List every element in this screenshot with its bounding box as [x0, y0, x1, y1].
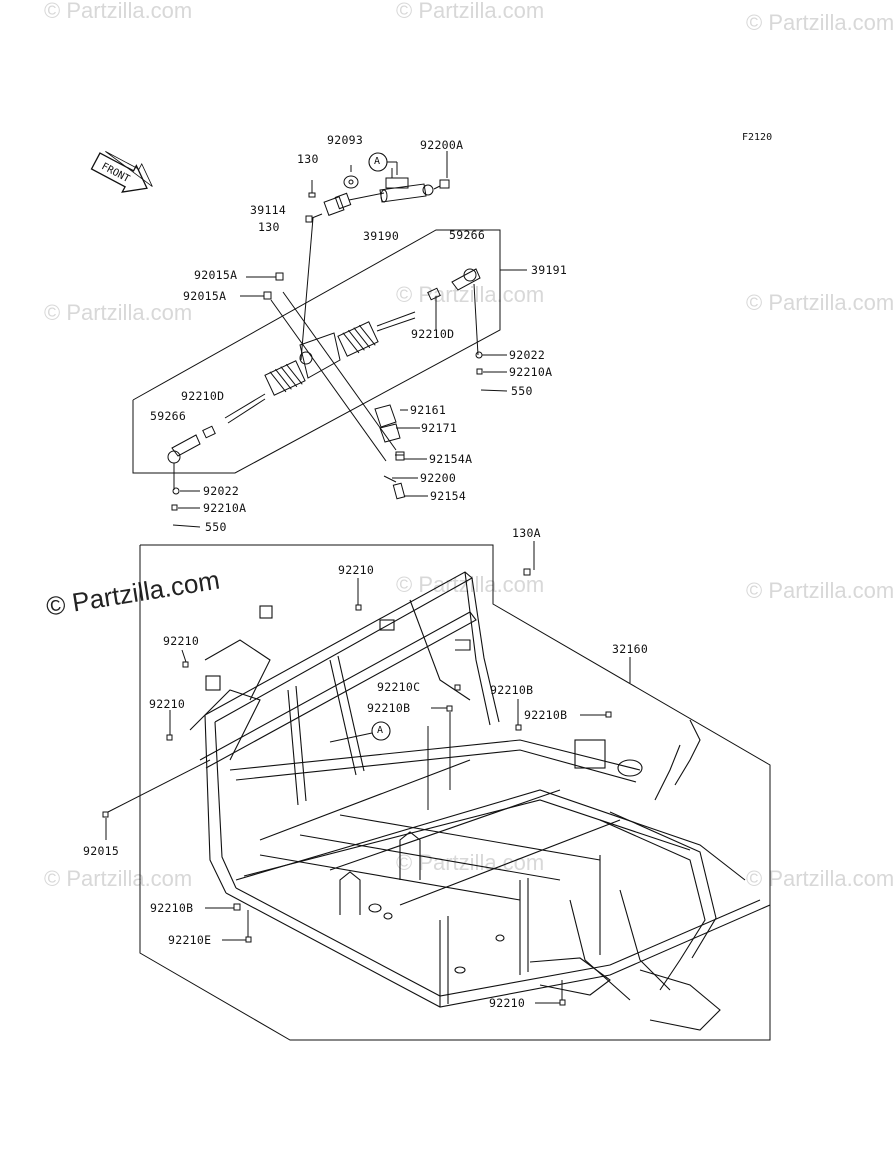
part-label[interactable]: 92210 [163, 634, 200, 648]
part-label[interactable]: 92093 [327, 133, 364, 147]
part-label[interactable]: 92210B [150, 901, 194, 915]
part-label[interactable]: 92154 [430, 489, 467, 503]
watermark: © Partzilla.com [44, 0, 193, 23]
part-label[interactable]: 92154A [429, 452, 473, 466]
part-label[interactable]: 92210B [490, 683, 534, 697]
part-label[interactable]: 92210B [524, 708, 568, 722]
watermark: © Partzilla.com [746, 10, 894, 35]
part-label[interactable]: 39114 [250, 203, 287, 217]
part-label[interactable]: 92015A [183, 289, 227, 303]
part-label[interactable]: 130 [297, 152, 319, 166]
part-label[interactable]: 92210C [377, 680, 421, 694]
part-label[interactable]: 92210B [367, 701, 411, 715]
part-label[interactable]: 92022 [203, 484, 240, 498]
steering-shaft-assembly [305, 151, 450, 223]
ref-marker-a: A [377, 725, 384, 736]
frame [189, 571, 771, 1031]
part-label[interactable]: 32160 [612, 642, 649, 656]
watermark: © Partzilla.com [396, 282, 545, 307]
watermark: © Partzilla.com [746, 290, 894, 315]
part-label[interactable]: 92171 [421, 421, 458, 435]
watermark: © Partzilla.com [746, 578, 894, 603]
part-label[interactable]: 92210A [203, 501, 247, 515]
part-label[interactable]: 92210D [181, 389, 225, 403]
part-label[interactable]: 39190 [363, 229, 400, 243]
watermark: © Partzilla.com [396, 0, 545, 23]
part-label[interactable]: 92210D [411, 327, 455, 341]
watermark: © Partzilla.com [44, 866, 193, 891]
part-label[interactable]: 92210 [489, 996, 526, 1010]
part-label[interactable]: 92210 [338, 563, 375, 577]
part-label[interactable]: 92200A [420, 138, 464, 152]
ref-marker-a: A [374, 156, 381, 167]
part-label[interactable]: 39191 [531, 263, 568, 277]
part-label[interactable]: 59266 [449, 228, 486, 242]
part-label[interactable]: 92015 [83, 844, 120, 858]
front-arrow-icon: FRONT [90, 151, 153, 193]
part-label[interactable]: 92015A [194, 268, 238, 282]
frame-box [139, 544, 771, 1041]
part-label[interactable]: 550 [511, 384, 533, 398]
part-label[interactable]: 92161 [410, 403, 447, 417]
watermark: © Partzilla.com [396, 850, 545, 875]
part-label[interactable]: 130 [258, 220, 280, 234]
part-label[interactable]: 92200 [420, 471, 457, 485]
watermark: © Partzilla.com [44, 300, 193, 325]
steering-rack [167, 217, 481, 490]
steering-support-bar [270, 291, 406, 500]
rack-assembly-box [132, 229, 501, 474]
part-label[interactable]: 92210E [168, 933, 212, 947]
part-label[interactable]: 92210 [149, 697, 186, 711]
part-label[interactable]: 130A [512, 526, 541, 540]
part-label[interactable]: 92210A [509, 365, 553, 379]
diagram-code: F2120 [742, 132, 773, 143]
part-label[interactable]: 550 [205, 520, 227, 534]
part-label[interactable]: 59266 [150, 409, 187, 423]
part-label[interactable]: 92022 [509, 348, 546, 362]
watermark: © Partzilla.com [746, 866, 894, 891]
